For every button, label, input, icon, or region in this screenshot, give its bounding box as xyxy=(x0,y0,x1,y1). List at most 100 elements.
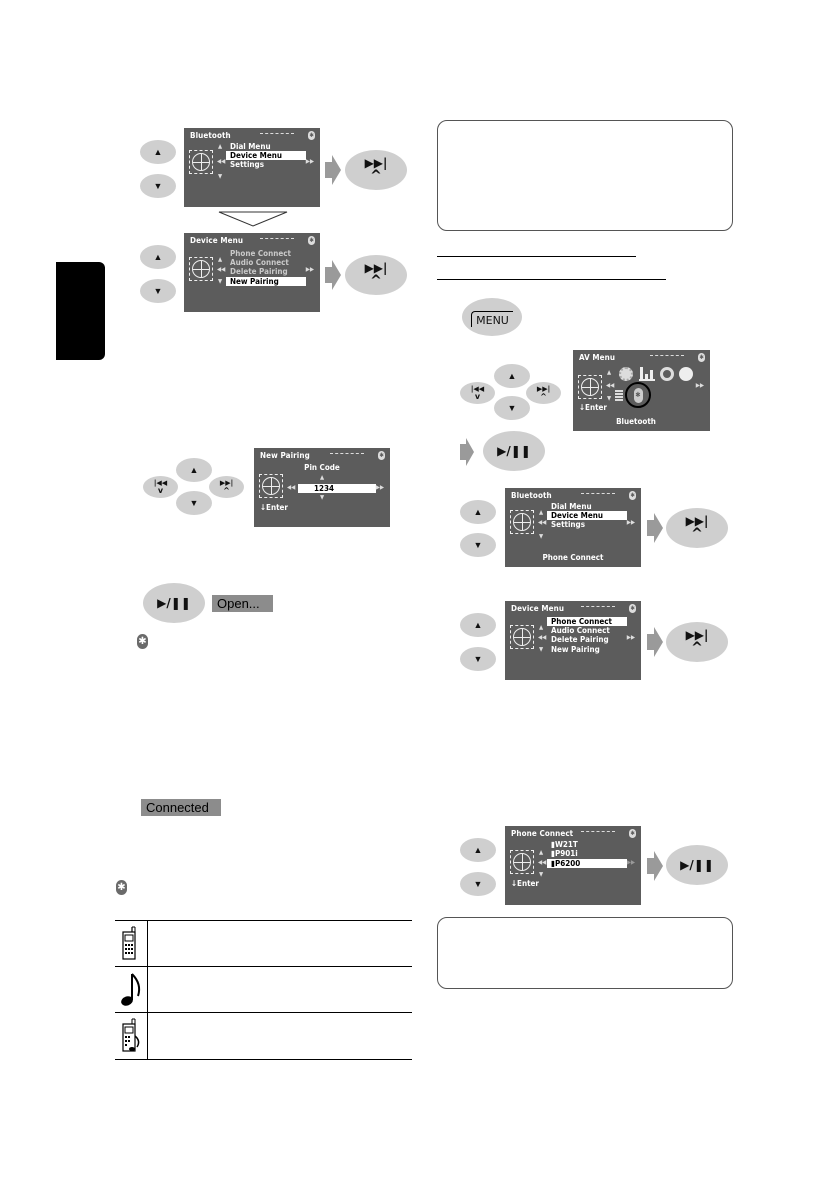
next-button[interactable]: ▶▶| ^ xyxy=(526,382,561,404)
up-button[interactable]: ▲ xyxy=(494,364,530,388)
heading-underline xyxy=(437,256,636,257)
list-icon[interactable] xyxy=(615,390,623,402)
flow-arrow-icon xyxy=(325,155,341,185)
down-connector-icon xyxy=(218,211,288,227)
arrow-down-icon: ▼ xyxy=(320,494,325,501)
next-button[interactable]: ▶▶| ^ xyxy=(209,476,244,498)
up-button[interactable]: ▲ xyxy=(460,500,496,524)
table-rule xyxy=(115,1012,412,1013)
arrow-up-icon: ▲ xyxy=(218,256,223,263)
prev-icon: ◀◀ xyxy=(538,519,547,526)
arrow-down-icon: ▼ xyxy=(539,646,544,653)
arrow-down-icon: ▼ xyxy=(539,871,544,878)
down-button[interactable]: ▼ xyxy=(494,396,530,420)
down-button[interactable]: ▼ xyxy=(176,491,212,515)
selected-menu-label: Bluetooth xyxy=(616,417,656,426)
screen-title: New Pairing xyxy=(260,451,310,460)
arrow-up-icon: ▲ xyxy=(539,624,544,631)
menu-item[interactable]: Settings xyxy=(551,520,585,529)
pin-code-label: Pin Code xyxy=(304,463,340,472)
down-button[interactable]: ▼ xyxy=(140,174,176,198)
down-button[interactable]: ▼ xyxy=(460,872,496,896)
control-dial-frame xyxy=(189,150,213,174)
menu-item[interactable]: Delete Pairing xyxy=(551,635,609,644)
play-pause-button[interactable]: ▶/❚❚ xyxy=(483,431,545,471)
arrow-down-icon: ▼ xyxy=(607,395,612,402)
prev-button[interactable]: |◀◀ v xyxy=(143,476,178,498)
menu-item[interactable]: New Pairing xyxy=(551,645,600,654)
signal-indicator xyxy=(581,831,615,832)
menu-item-selected[interactable]: Device Menu xyxy=(226,151,306,160)
next-icon: ▶▶ xyxy=(305,266,314,273)
disc-settings-icon[interactable] xyxy=(619,367,633,381)
up-button[interactable]: ▲ xyxy=(140,245,176,269)
next-icon: ▶▶ xyxy=(305,158,314,165)
signal-indicator xyxy=(581,493,615,494)
menu-item-selected[interactable]: New Pairing xyxy=(226,277,306,286)
device-list-item-selected[interactable]: ▮P6200 xyxy=(547,859,627,868)
menu-item[interactable]: Dial Menu xyxy=(551,502,592,511)
next-icon: ▶▶ xyxy=(626,634,635,641)
note-box xyxy=(437,120,733,231)
arrow-up-icon: ▲ xyxy=(218,143,223,150)
next-icon: ▶▶ xyxy=(626,859,635,866)
menu-button[interactable]: MENU xyxy=(462,298,522,336)
lcd-device-menu: Device Menu ✱ ▲ ◀◀ ▼ ▶▶ Phone Connect Au… xyxy=(505,601,641,680)
dimmer-icon[interactable] xyxy=(679,367,693,381)
screen-footer: Phone Connect xyxy=(542,553,604,562)
table-rule xyxy=(115,920,412,921)
prev-button[interactable]: |◀◀ v xyxy=(460,382,495,404)
down-button[interactable]: ▼ xyxy=(460,533,496,557)
flow-arrow-icon xyxy=(647,851,663,881)
pin-code-input[interactable]: 1234 xyxy=(298,484,376,493)
screen-title: Bluetooth xyxy=(511,491,552,500)
device-list-item[interactable]: ▮P901i xyxy=(551,849,578,858)
next-button[interactable]: ▶▶| ^ xyxy=(666,622,728,662)
down-button[interactable]: ▼ xyxy=(460,647,496,671)
menu-item[interactable]: Audio Connect xyxy=(230,258,289,267)
lcd-bluetooth-menu: Bluetooth ✱ ▲ ◀◀ ▼ ▶▶ Dial Menu Device M… xyxy=(184,128,320,207)
menu-item[interactable]: Dial Menu xyxy=(230,142,271,151)
control-dial-frame xyxy=(510,510,534,534)
device-list-item[interactable]: ▮W21T xyxy=(551,840,578,849)
equalizer-icon[interactable] xyxy=(639,367,655,381)
menu-item-selected[interactable]: Phone Connect xyxy=(547,617,627,626)
up-button[interactable]: ▲ xyxy=(460,838,496,862)
up-button[interactable]: ▲ xyxy=(140,140,176,164)
next-button[interactable]: ▶▶| ^ xyxy=(666,508,728,548)
bluetooth-icon: ✱ xyxy=(629,491,636,500)
menu-item[interactable]: Delete Pairing xyxy=(230,267,288,276)
down-button[interactable]: ▼ xyxy=(140,279,176,303)
bluetooth-icon: ✱ xyxy=(698,353,705,362)
table-cell-text xyxy=(155,1018,405,1052)
table-divider xyxy=(147,920,148,1059)
up-button[interactable]: ▲ xyxy=(176,458,212,482)
lcd-av-menu: AV Menu ✱ ↓Enter ▲ ◀◀ ▼ ▶▶ ✱ Bluetooth xyxy=(573,350,710,431)
arrow-down-icon: ▼ xyxy=(218,278,223,285)
control-dial-frame xyxy=(510,850,534,874)
control-dial-icon xyxy=(192,260,210,278)
bluetooth-icon: ✱ xyxy=(116,880,127,895)
next-button[interactable]: ▶▶| ^ xyxy=(345,255,407,295)
bluetooth-menu-icon[interactable]: ✱ xyxy=(625,382,651,408)
menu-item[interactable]: Phone Connect xyxy=(230,249,291,258)
section-tab xyxy=(56,262,105,360)
next-button[interactable]: ▶▶| ^ xyxy=(345,150,407,190)
sound-icon[interactable] xyxy=(660,367,674,381)
status-connected: Connected xyxy=(141,799,221,816)
menu-item[interactable]: Settings xyxy=(230,160,264,169)
control-dial-icon xyxy=(581,378,599,396)
arrow-up-icon: ▲ xyxy=(320,474,325,481)
screen-title: AV Menu xyxy=(579,353,616,362)
signal-indicator xyxy=(330,453,364,454)
phone-audio-icon xyxy=(122,1018,140,1052)
up-button[interactable]: ▲ xyxy=(460,613,496,637)
arrow-down-icon: ▼ xyxy=(218,173,223,180)
screen-title: Phone Connect xyxy=(511,829,574,838)
screen-title: Device Menu xyxy=(511,604,565,613)
play-pause-button[interactable]: ▶/❚❚ xyxy=(666,845,728,885)
table-rule xyxy=(115,1059,412,1060)
play-pause-button[interactable]: ▶/❚❚ xyxy=(143,583,205,623)
menu-item[interactable]: Audio Connect xyxy=(551,626,610,635)
menu-item-selected[interactable]: Device Menu xyxy=(547,511,627,520)
